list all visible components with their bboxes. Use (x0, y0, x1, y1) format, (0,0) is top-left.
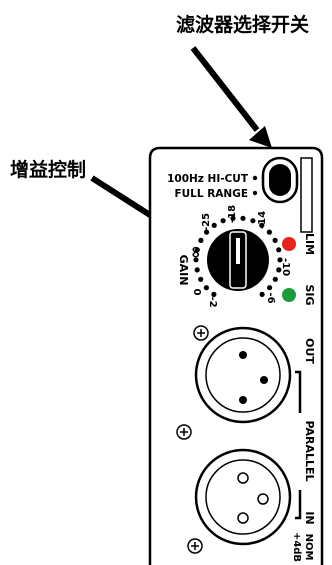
gain-scale-inf: ∞ (187, 245, 206, 258)
gain-scale-2: -2 (207, 296, 218, 307)
gain-detent-dot (211, 222, 217, 228)
gain-detent-dot (266, 229, 272, 235)
filter-option-fullrange: FULL RANGE (174, 188, 248, 200)
gain-detent-dot (250, 218, 256, 224)
gain-scale-0: 0 (191, 289, 202, 296)
in-label: IN (303, 511, 316, 524)
gain-control-callout: 增益控制 (10, 159, 87, 181)
in-xlr-connector[interactable] (194, 448, 292, 546)
gain-scale-6: -6 (265, 292, 276, 303)
filter-switch[interactable] (261, 156, 299, 204)
in-screw-icon (187, 538, 203, 554)
gain-detent-dot (272, 237, 278, 243)
fullrange-dot (252, 190, 258, 196)
gain-detent-dot (267, 285, 273, 291)
nom-label: NOM (303, 534, 314, 561)
gain-detent-dot (276, 247, 282, 253)
parallel-label: PARALLEL (303, 420, 316, 481)
gain-detent-dot (194, 267, 200, 273)
gain-detent-dot (277, 257, 283, 263)
out-lower-screw-icon (176, 424, 192, 440)
gain-detent-dot (259, 291, 265, 297)
gain-detent-dot (230, 215, 236, 221)
filter-switch-callout: 滤波器选择开关 (176, 14, 310, 36)
gain-detent-dot (198, 276, 204, 282)
gain-scale-10: -10 (280, 258, 291, 276)
gain-detent-dot (193, 257, 199, 263)
gain-detent-dot (203, 285, 209, 291)
parallel-bracket-lower (295, 490, 302, 520)
gain-detent-dot (276, 267, 282, 273)
filter-switch-arrow (190, 46, 272, 148)
lim-meter-bar (300, 157, 313, 233)
lim-label: LIM (303, 233, 316, 255)
gain-detent-dot (259, 222, 265, 228)
gain-knob[interactable] (207, 229, 269, 291)
gain-scale-18: -18 (227, 205, 238, 223)
gain-detent-dot (220, 218, 226, 224)
out-xlr-connector[interactable] (194, 326, 292, 424)
gain-detent-dot (211, 291, 217, 297)
gain-detent-dot (272, 276, 278, 282)
nom-level-label: +4dB (291, 532, 302, 562)
gain-detent-dot (204, 229, 210, 235)
gain-label: GAIN (177, 255, 190, 286)
out-screw-icon (193, 325, 209, 341)
sig-label: SIG (303, 284, 316, 305)
gain-detent-dot (194, 247, 200, 253)
gain-scale-dots (193, 215, 283, 297)
parallel-bracket (295, 370, 302, 413)
gain-detent-dot (198, 237, 204, 243)
gain-scale-25: -25 (201, 213, 212, 231)
sig-led (282, 288, 296, 302)
out-label: OUT (303, 338, 316, 364)
gain-scale-14: -14 (257, 211, 268, 229)
hicut-dot (252, 175, 258, 181)
filter-option-hicut: 100Hz HI-CUT (167, 173, 249, 185)
gain-detent-dot (240, 215, 246, 221)
lim-led (282, 237, 296, 251)
